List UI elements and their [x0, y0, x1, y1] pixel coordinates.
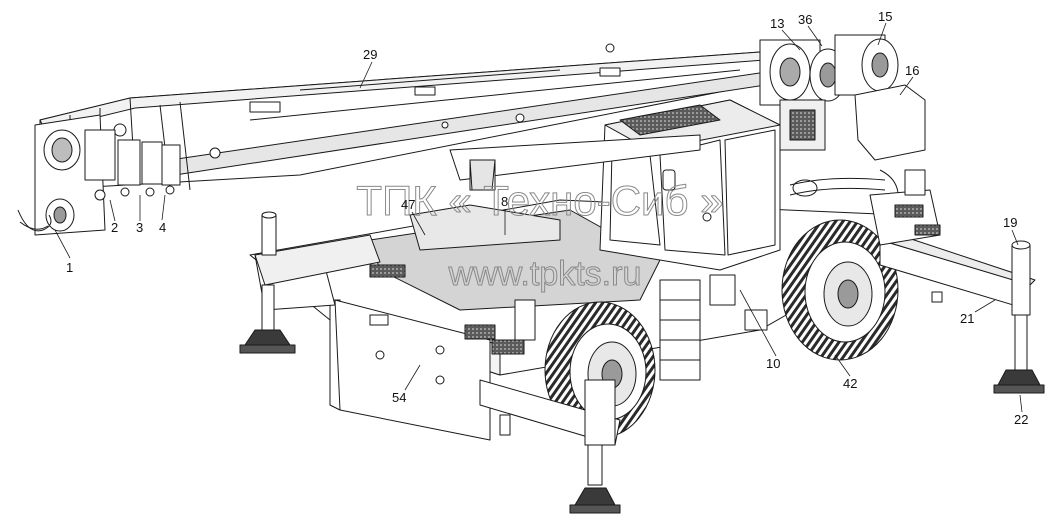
- callout-labels: 1 2 3 4 29 47 8 13 36 15 16 19 21 22 10 …: [66, 9, 1028, 427]
- hoist-winch-assembly: [759, 34, 926, 161]
- boom-head: [17, 114, 181, 236]
- callout-21: 21: [960, 311, 974, 326]
- callout-3: 3: [136, 220, 143, 235]
- callout-15: 15: [878, 9, 892, 24]
- outrigger-rear-right: [879, 231, 1045, 394]
- deck-plate: [369, 204, 661, 311]
- callout-19: 19: [1003, 215, 1017, 230]
- callout-36: 36: [798, 12, 812, 27]
- callout-13: 13: [770, 16, 784, 31]
- rear-outrigger-box: [869, 169, 941, 246]
- callout-47: 47: [401, 197, 415, 212]
- callout-10: 10: [766, 356, 780, 371]
- watermark-website: www.tpkts.ru: [448, 255, 642, 293]
- callout-22: 22: [1014, 412, 1028, 427]
- callout-54: 54: [392, 390, 406, 405]
- luffing-cylinder: [449, 134, 701, 191]
- outrigger-front-left: [239, 211, 381, 354]
- step-boxes: [369, 264, 768, 355]
- callout-29: 29: [363, 47, 377, 62]
- leader-lines: [54, 22, 1023, 413]
- access-ladder: [659, 274, 736, 381]
- callout-16: 16: [905, 63, 919, 78]
- callout-1: 1: [66, 260, 73, 275]
- outrigger-front-right: [479, 379, 621, 514]
- callout-8: 8: [501, 194, 508, 209]
- wheel-rear: [781, 219, 899, 361]
- callout-42: 42: [843, 376, 857, 391]
- watermark-company: ТПК « Техно-Сиб »: [356, 177, 723, 224]
- callout-2: 2: [111, 220, 118, 235]
- callout-4: 4: [159, 220, 166, 235]
- hydraulic-lines: [789, 169, 899, 201]
